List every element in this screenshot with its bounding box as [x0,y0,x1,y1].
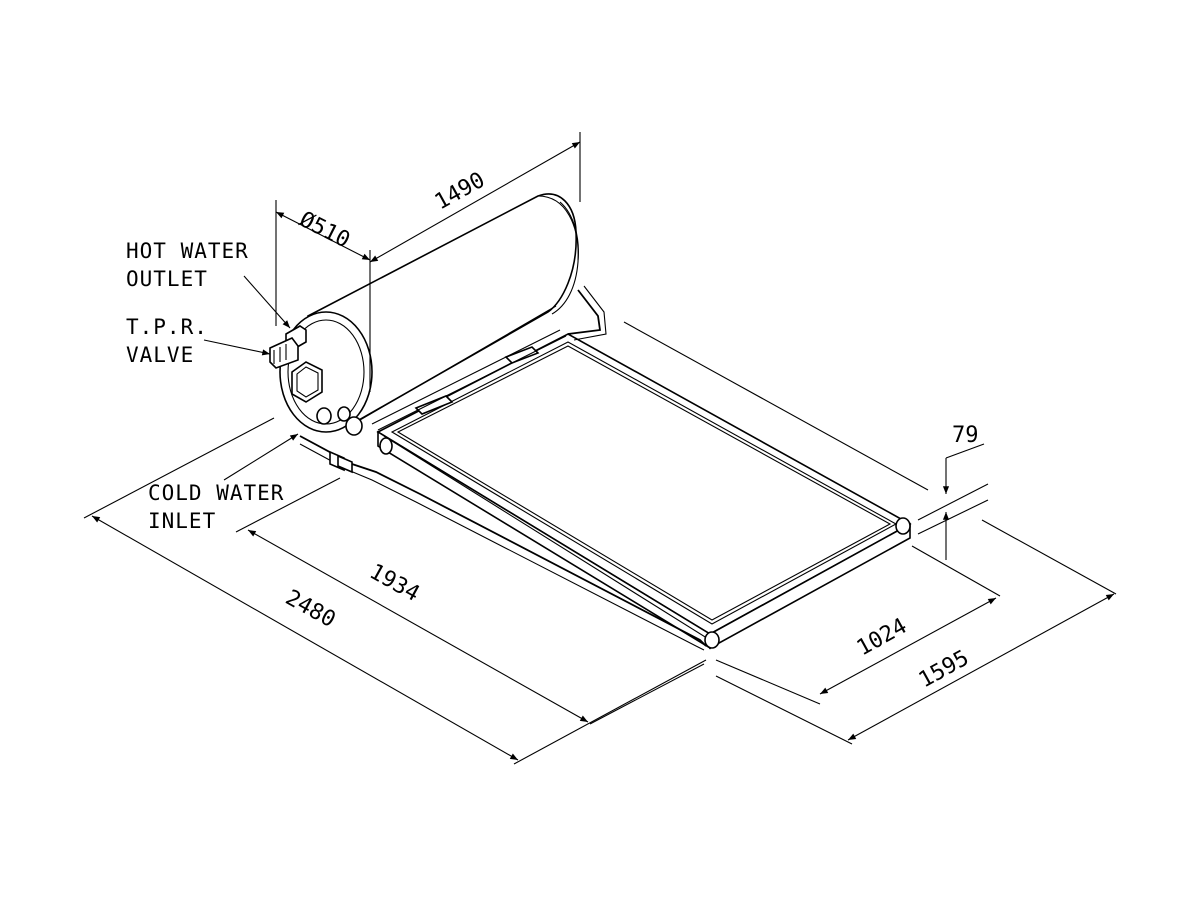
callout-leaders [203,275,299,481]
dim-overall-width: 1595 [915,646,973,694]
dim-panel-length: 1934 [365,559,423,607]
dim-overall-length: 2480 [281,585,339,633]
dim-tank-length: 1490 [431,168,489,216]
hot-water-outlet-label-line2: OUTLET [126,267,208,291]
dim-panel-width: 1024 [853,614,911,662]
tpr-valve-fitting [269,337,299,369]
dim-tank-diameter: Ø510 [295,207,354,253]
panel-fitting-right [895,517,911,535]
cold-water-inlet-label-line2: INLET [148,509,216,533]
pipes [299,285,707,651]
tpr-valve-label-line1: T.P.R. [126,315,208,339]
panel-fitting-left [379,437,393,455]
callout-labels: HOT WATER OUTLET T.P.R. VALVE COLD WATER… [126,239,284,533]
dim-panel-thickness: 79 [952,423,979,448]
tpr-valve-label-line2: VALVE [126,343,194,367]
hot-water-outlet-label-line1: HOT WATER [126,239,249,263]
dimension-lines [83,132,1117,765]
cold-water-inlet-label-line1: COLD WATER [148,481,284,505]
panel-fitting-front [704,631,720,649]
